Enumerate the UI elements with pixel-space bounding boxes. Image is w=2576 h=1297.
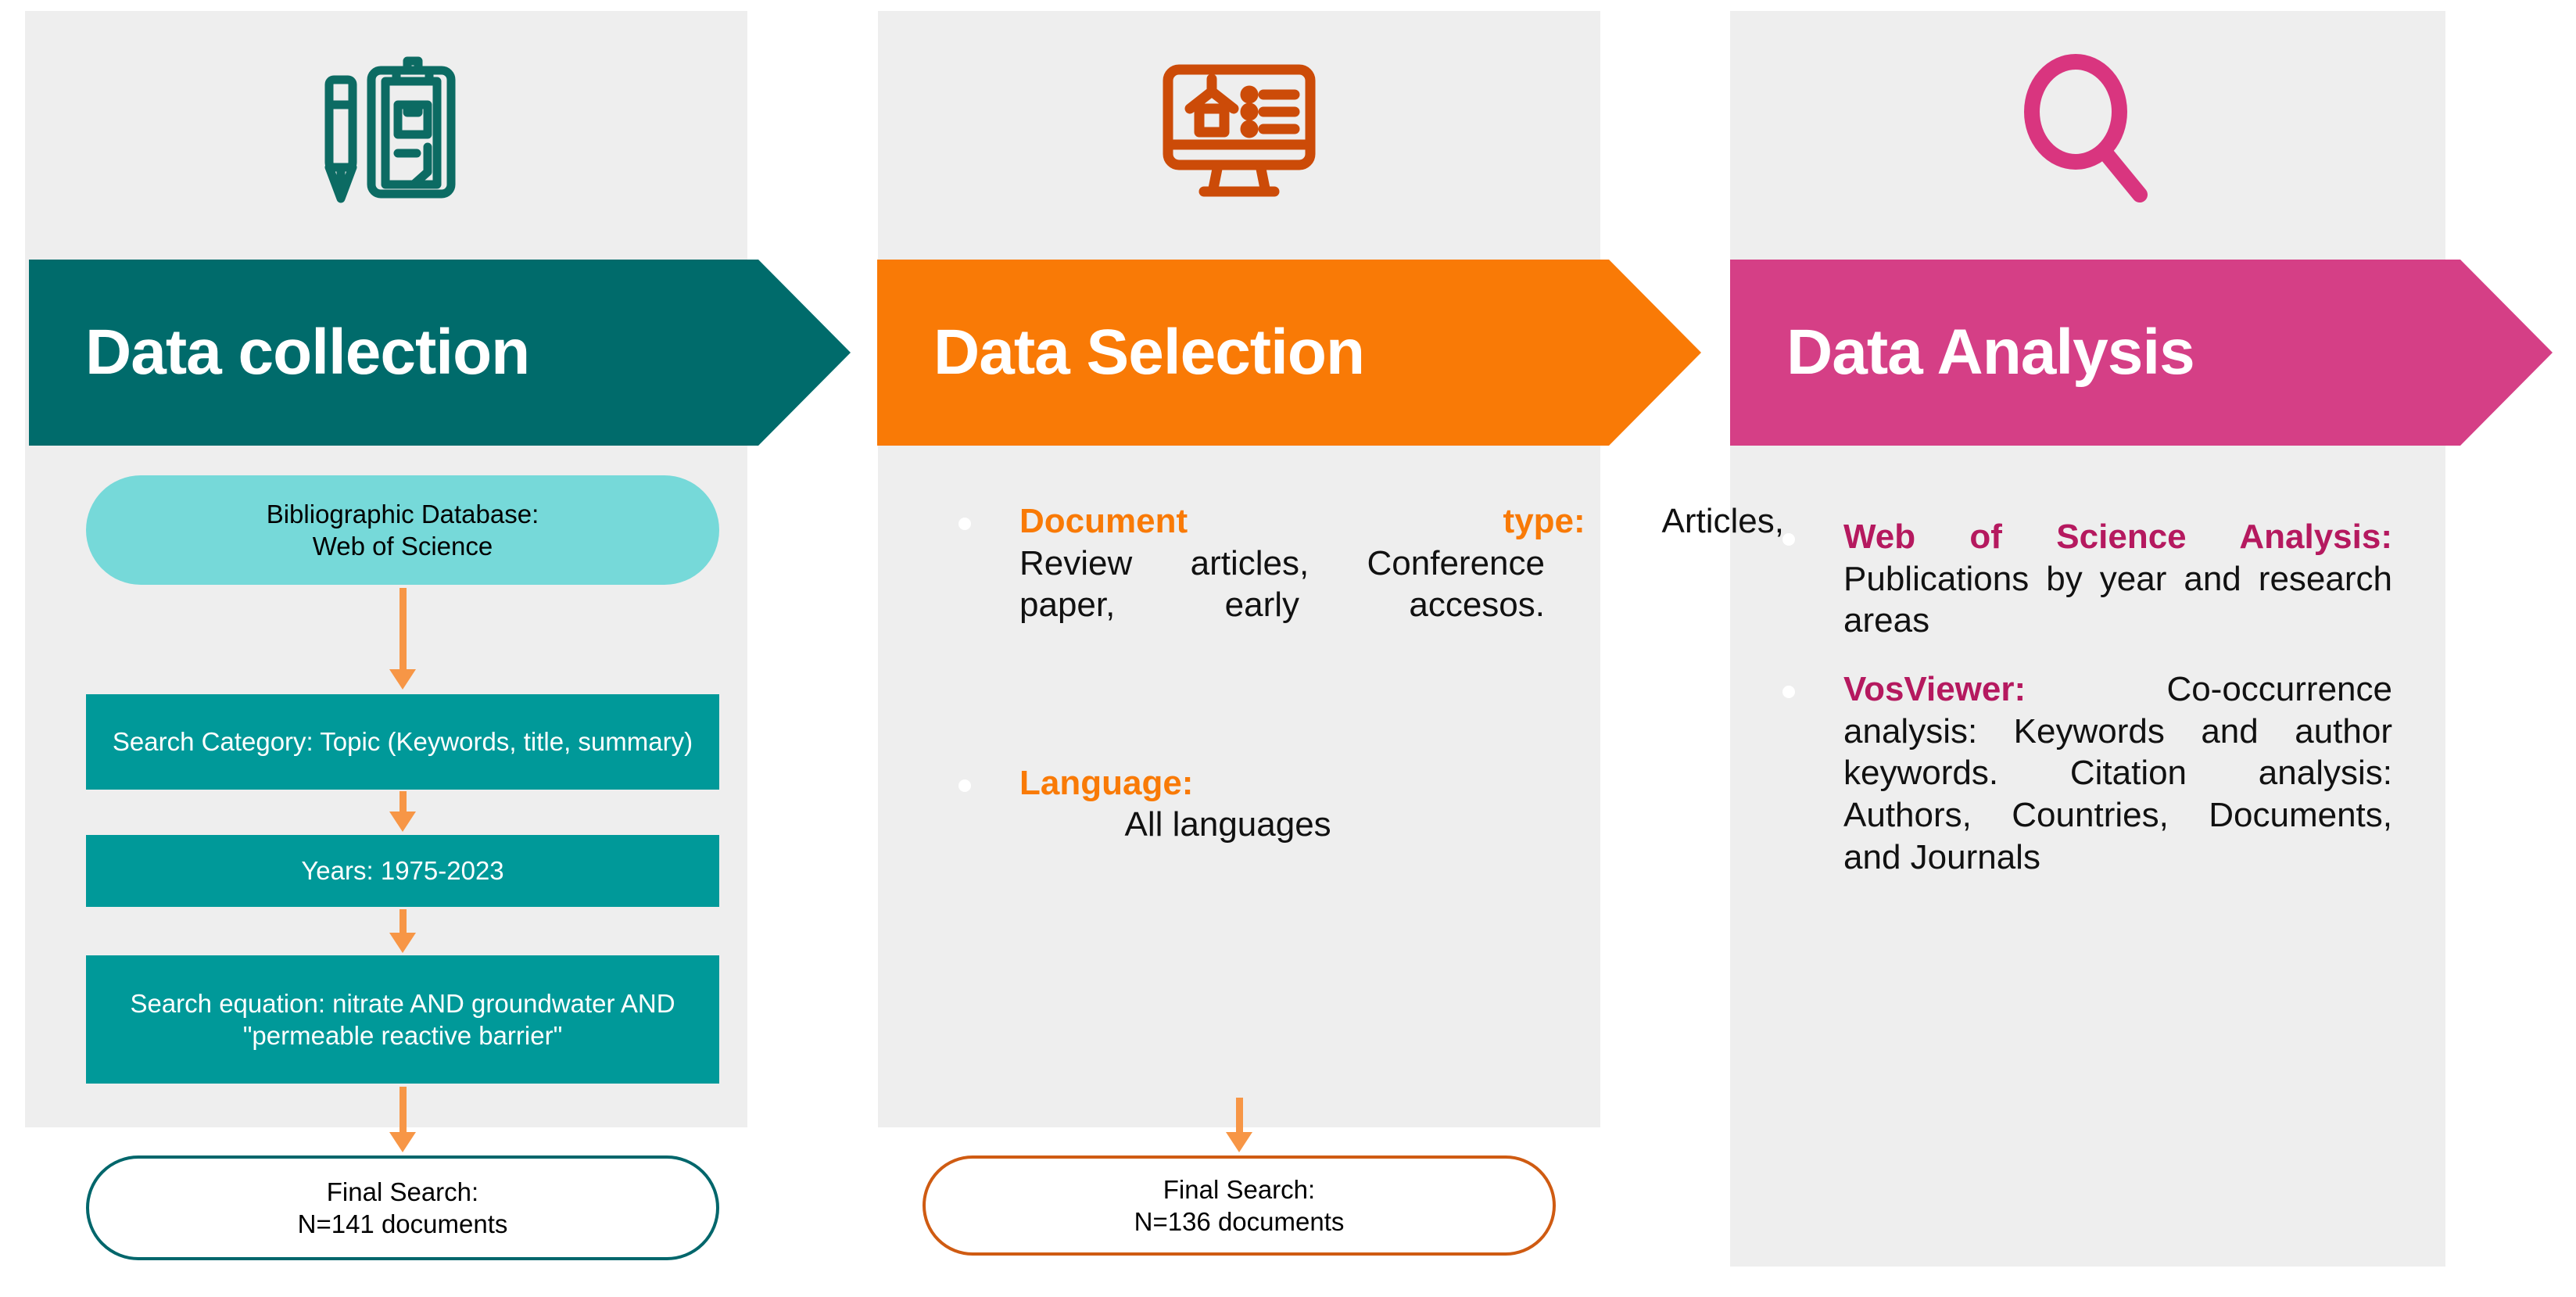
bullet-text: Document type: Articles, Review articles… <box>1019 502 1784 666</box>
final-search-result-selection: Final Search: N=136 documents <box>923 1155 1556 1256</box>
bullet-lead: Web of Science Analysis: <box>1843 518 2392 556</box>
step-label: Years: 1975-2023 <box>301 856 504 886</box>
step-bibliographic-database: Bibliographic Database:Web of Science <box>86 475 719 585</box>
step-search-equation: Search equation: nitrate AND groundwater… <box>86 955 719 1084</box>
magnifier-icon <box>1730 16 2445 246</box>
step-label: Search Category: Topic (Keywords, title,… <box>112 727 693 757</box>
banner-label: Data Selection <box>933 317 1365 388</box>
bullet-document-type: Document type: Articles, Review articles… <box>951 500 1784 668</box>
bullet-body: All languages <box>1124 805 1331 844</box>
step-search-category: Search Category: Topic (Keywords, title,… <box>86 694 719 790</box>
arrow-head <box>389 669 416 690</box>
arrow-connector <box>1221 1098 1257 1152</box>
banner-data-selection[interactable]: Data Selection <box>877 260 1701 446</box>
bullet-text: Language: All languages <box>1019 764 1331 844</box>
arrow-shaft <box>399 1087 407 1132</box>
bullet-language: Language: All languages <box>951 762 1545 846</box>
bullet-body: Publications by year and research areas <box>1843 559 2392 640</box>
step-years: Years: 1975-2023 <box>86 835 719 907</box>
column-panel-data-analysis <box>1730 11 2445 1267</box>
arrow-connector <box>385 791 421 832</box>
arrow-shaft <box>399 588 407 669</box>
bullet-list-data-analysis: Web of Science Analysis: Publications by… <box>1775 516 2392 905</box>
arrow-shaft <box>1235 1098 1243 1132</box>
clipboard-pen-icon <box>25 16 747 246</box>
arrow-head <box>1226 1132 1252 1152</box>
banner-data-collection[interactable]: Data collection <box>29 260 851 446</box>
bullet-lead-colon: : <box>1574 502 1585 540</box>
monitor-list-icon <box>878 16 1600 246</box>
banner-label: Data Analysis <box>1786 317 2194 388</box>
bullet-lead: Document <box>1019 502 1188 540</box>
arrow-head <box>389 812 416 832</box>
bullet-lead-2: type <box>1503 502 1575 540</box>
bullet-vosviewer: VosViewer: Co-occurrence analysis: Keywo… <box>1775 668 2392 878</box>
arrow-shaft <box>399 909 407 933</box>
final-search-result-collection: Final Search: N=141 documents <box>86 1155 719 1260</box>
bullet-lead: VosViewer: <box>1843 670 2026 709</box>
bullet-lead: Language: <box>1019 763 1194 802</box>
final-search-text: Final Search: N=136 documents <box>1134 1173 1345 1238</box>
column-panel-data-selection <box>878 11 1600 1127</box>
step-label: Search equation: nitrate AND groundwater… <box>130 988 675 1050</box>
final-search-line1: Final Search: <box>326 1177 479 1206</box>
bullet-text: VosViewer: Co-occurrence analysis: Keywo… <box>1843 670 2392 876</box>
arrow-head <box>389 933 416 953</box>
arrow-shaft <box>399 791 407 812</box>
arrow-connector <box>385 909 421 953</box>
arrow-head <box>389 1132 416 1152</box>
banner-data-analysis[interactable]: Data Analysis <box>1730 260 2553 446</box>
bullet-spacer <box>951 695 1545 762</box>
bullet-web-of-science-analysis: Web of Science Analysis: Publications by… <box>1775 516 2392 642</box>
bullet-list-data-selection: Document type: Articles, Review articles… <box>951 500 1784 872</box>
bullet-text: Web of Science Analysis: Publications by… <box>1843 518 2392 640</box>
bullet-body: Articles, Review articles, Conference pa… <box>1019 502 1784 625</box>
bullet-body: Co-occurrence analysis: Keywords and aut… <box>1843 670 2392 876</box>
arrow-connector <box>385 588 421 690</box>
final-search-line2: N=136 documents <box>1134 1207 1345 1236</box>
final-search-text: Final Search: N=141 documents <box>298 1176 508 1241</box>
arrow-connector <box>385 1087 421 1152</box>
final-search-line2: N=141 documents <box>297 1209 508 1238</box>
step-label: Bibliographic Database:Web of Science <box>266 499 539 561</box>
banner-label: Data collection <box>85 317 530 388</box>
final-search-line1: Final Search: <box>1163 1174 1316 1204</box>
